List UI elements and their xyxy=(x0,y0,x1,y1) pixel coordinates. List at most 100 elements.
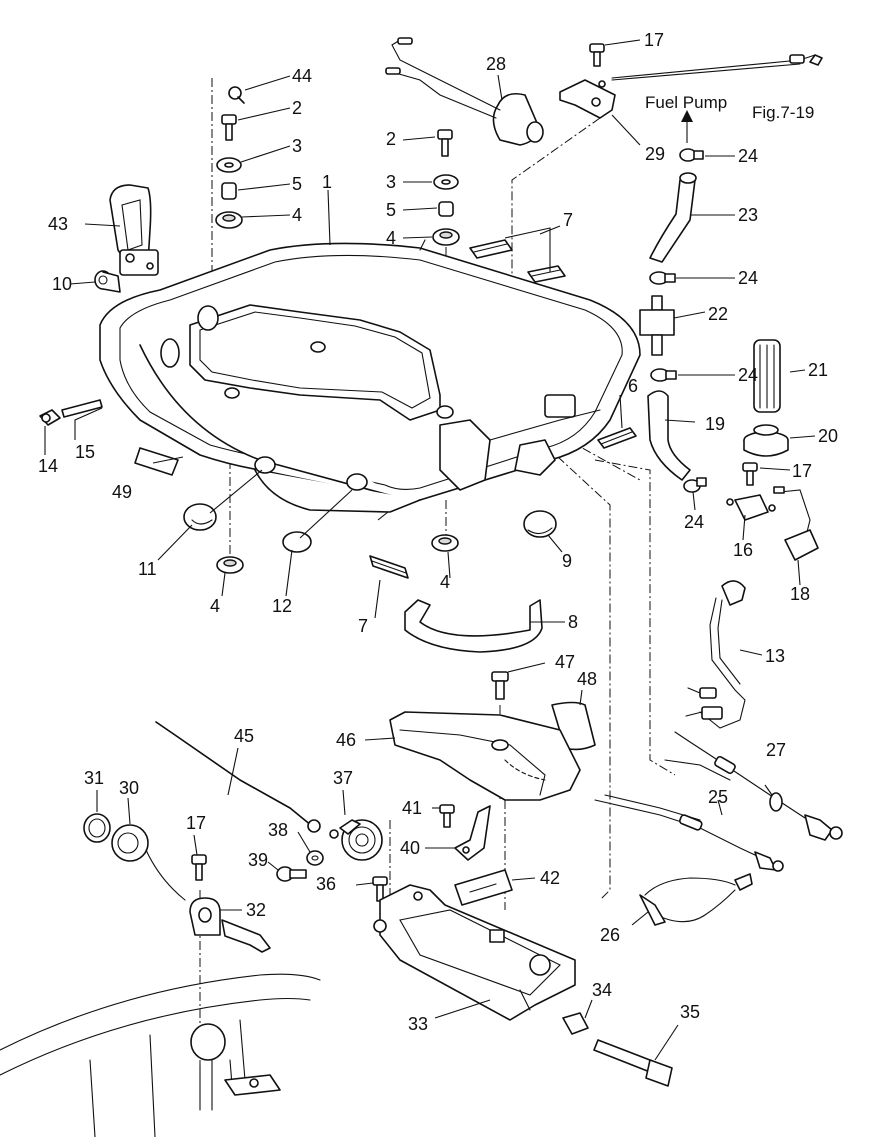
seal-7-upper-b xyxy=(527,265,566,283)
callout-9: 9 xyxy=(562,551,572,571)
latch-43 xyxy=(109,184,159,276)
seal-6 xyxy=(597,427,637,449)
callout-18: 18 xyxy=(790,584,810,604)
bolt-17-lower xyxy=(191,854,207,881)
callout-37: 37 xyxy=(333,768,353,788)
handle-35 xyxy=(593,1039,673,1087)
collar-3-left xyxy=(216,157,242,173)
callout-labels: 44 2 3 5 4 1 43 10 2 3 5 4 28 17 29 24 2… xyxy=(38,30,838,1034)
callout-45: 45 xyxy=(234,726,254,746)
callout-17-lower: 17 xyxy=(186,813,206,833)
clip-10 xyxy=(94,270,121,293)
fuel-pump-arrow xyxy=(681,110,693,143)
plug-11 xyxy=(183,503,217,531)
screw-39 xyxy=(276,866,307,882)
cap-34 xyxy=(562,1012,589,1035)
cap-30 xyxy=(111,824,186,901)
callout-24-c: 24 xyxy=(738,365,758,385)
oring-31 xyxy=(83,813,111,843)
callout-5-center: 5 xyxy=(386,200,396,220)
bolt-44 xyxy=(228,86,245,104)
bolt-47 xyxy=(491,671,509,700)
hose-23 xyxy=(649,172,697,263)
callout-6: 6 xyxy=(628,376,638,396)
tray-33 xyxy=(373,884,576,1021)
cable-25 xyxy=(594,794,784,872)
bracket-29 xyxy=(559,79,616,119)
bracket-8 xyxy=(404,599,543,653)
switch-28 xyxy=(385,37,544,146)
grommet-4-left xyxy=(215,211,243,229)
callout-40: 40 xyxy=(400,838,420,858)
callout-31: 31 xyxy=(84,768,104,788)
callout-46: 46 xyxy=(336,730,356,750)
harness-13 xyxy=(685,580,746,729)
callout-24-b: 24 xyxy=(738,268,758,288)
callout-39: 39 xyxy=(248,850,268,870)
callout-11: 11 xyxy=(138,559,157,579)
clamp-24-d xyxy=(683,477,707,493)
callout-22: 22 xyxy=(708,304,728,324)
callout-33: 33 xyxy=(408,1014,428,1034)
fitting-14 xyxy=(39,409,61,426)
clamp-24-b xyxy=(649,271,676,285)
cable-27 xyxy=(664,731,843,841)
callout-2-center: 2 xyxy=(386,129,396,149)
filter-22 xyxy=(639,295,675,356)
callout-13: 13 xyxy=(765,646,785,666)
spacer-5-center xyxy=(438,201,454,217)
callout-35: 35 xyxy=(680,1002,700,1022)
leader-lines xyxy=(44,39,816,1061)
plate-40 xyxy=(454,805,491,861)
plug-12 xyxy=(282,531,312,553)
washer-38 xyxy=(306,850,324,866)
callout-3-center: 3 xyxy=(386,172,396,192)
callout-20: 20 xyxy=(818,426,838,446)
note-fig-ref: Fig.7-19 xyxy=(752,103,814,122)
clamp-24-c xyxy=(650,368,677,382)
callout-14: 14 xyxy=(38,456,58,476)
callout-23: 23 xyxy=(738,205,758,225)
callout-47: 47 xyxy=(555,652,575,672)
callout-44: 44 xyxy=(292,66,312,86)
cap-18 xyxy=(773,486,819,561)
plug-9 xyxy=(523,510,557,538)
callout-43: 43 xyxy=(48,214,68,234)
callout-42: 42 xyxy=(540,868,560,888)
callout-17-mid: 17 xyxy=(792,461,812,481)
bolt-17-top xyxy=(589,43,605,67)
label-49 xyxy=(134,447,179,476)
callout-7-upper: 7 xyxy=(563,210,573,230)
callout-7-lower: 7 xyxy=(358,616,368,636)
callout-34: 34 xyxy=(592,980,612,1000)
callout-4-lower-center: 4 xyxy=(440,572,450,592)
callout-24-d: 24 xyxy=(684,512,704,532)
callout-30: 30 xyxy=(119,778,139,798)
callout-38: 38 xyxy=(268,820,288,840)
bolt-41 xyxy=(439,804,455,828)
spacer-5-left xyxy=(221,182,237,200)
guide-46 xyxy=(389,711,581,801)
callout-12: 12 xyxy=(272,596,292,616)
callout-27: 27 xyxy=(766,740,786,760)
grommet-4-lower-center xyxy=(431,534,459,552)
callout-4-lower-left: 4 xyxy=(210,596,220,616)
callout-25: 25 xyxy=(708,787,728,807)
callout-32: 32 xyxy=(246,900,266,920)
bolt-2-left xyxy=(221,114,237,141)
fitting-32 xyxy=(189,897,271,953)
seal-7-upper-a xyxy=(469,239,513,259)
callout-15: 15 xyxy=(75,442,95,462)
callout-16: 16 xyxy=(733,540,753,560)
note-fuel-pump: Fuel Pump xyxy=(645,93,727,112)
bottom-cowl xyxy=(99,239,641,513)
callout-17-top: 17 xyxy=(644,30,664,50)
callout-1: 1 xyxy=(322,172,332,192)
callout-2-left: 2 xyxy=(292,98,302,118)
callout-29: 29 xyxy=(645,144,665,164)
callout-26: 26 xyxy=(600,925,620,945)
callout-48: 48 xyxy=(577,669,597,689)
reel-37 xyxy=(329,819,383,861)
connector-16 xyxy=(726,494,776,521)
